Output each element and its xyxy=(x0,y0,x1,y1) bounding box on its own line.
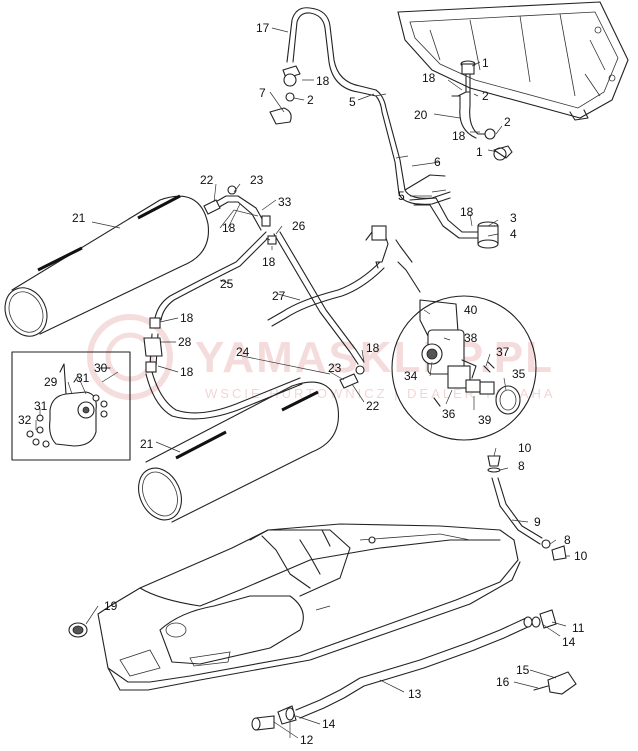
callout-2: 2 xyxy=(307,93,314,107)
ballast-tank-upper xyxy=(4,194,210,337)
hose-17 xyxy=(282,7,377,97)
ballast-tank-lower xyxy=(138,381,340,523)
callout-30: 30 xyxy=(94,361,108,375)
callout-14: 14 xyxy=(322,717,336,731)
callout-5: 5 xyxy=(349,95,356,109)
callout-23: 23 xyxy=(328,361,342,375)
part-19-plug xyxy=(68,622,88,638)
callout-22: 22 xyxy=(366,399,380,413)
callout-32: 32 xyxy=(18,413,32,427)
callout-25: 25 xyxy=(220,277,234,291)
ballast-hoses xyxy=(145,195,385,420)
callout-18: 18 xyxy=(180,365,194,379)
callout-1: 1 xyxy=(476,145,483,159)
callout-19: 19 xyxy=(104,599,118,613)
callout-21: 21 xyxy=(140,437,154,451)
callout-24: 24 xyxy=(236,345,250,359)
callout-37: 37 xyxy=(496,345,510,359)
part-15-scupper xyxy=(533,671,577,695)
callout-31: 31 xyxy=(76,371,90,385)
deck-drain xyxy=(487,455,567,561)
callout-15: 15 xyxy=(516,663,530,677)
callout-18: 18 xyxy=(452,129,466,143)
callout-21: 21 xyxy=(72,211,86,225)
callout-3: 3 xyxy=(510,211,517,225)
callout-35: 35 xyxy=(512,367,526,381)
callout-20: 20 xyxy=(414,108,428,122)
callout-34: 34 xyxy=(404,369,418,383)
callout-8: 8 xyxy=(564,533,571,547)
callout-12: 12 xyxy=(300,733,314,747)
callout-14: 14 xyxy=(562,635,576,649)
callout-36: 36 xyxy=(442,407,456,421)
hose-fittings xyxy=(143,185,389,389)
callout-23: 23 xyxy=(250,173,264,187)
callout-2: 2 xyxy=(504,115,511,129)
callout-6: 6 xyxy=(434,155,441,169)
callout-29: 29 xyxy=(44,375,58,389)
callout-33: 33 xyxy=(278,195,292,209)
callout-10: 10 xyxy=(574,549,588,563)
callout-13: 13 xyxy=(408,687,422,701)
callout-5: 5 xyxy=(398,189,405,203)
callout-22: 22 xyxy=(200,173,214,187)
callout-27: 27 xyxy=(272,289,286,303)
callout-18: 18 xyxy=(422,71,436,85)
callout-10: 10 xyxy=(518,441,532,455)
boat-hull xyxy=(97,523,521,691)
callout-2: 2 xyxy=(482,89,489,103)
engine-tray xyxy=(397,1,629,121)
pump-detail xyxy=(391,239,537,441)
callout-28: 28 xyxy=(178,335,192,349)
callout-11: 11 xyxy=(572,621,585,635)
callout-26: 26 xyxy=(292,219,306,233)
callout-18: 18 xyxy=(262,255,276,269)
callout-7: 7 xyxy=(259,86,266,100)
tray-fittings xyxy=(269,60,513,161)
callout-18: 18 xyxy=(222,221,236,235)
inset-box xyxy=(11,351,131,461)
callout-9: 9 xyxy=(534,515,541,529)
water-separator xyxy=(475,221,499,249)
callout-40: 40 xyxy=(464,303,478,317)
callout-38: 38 xyxy=(464,331,478,345)
callout-8: 8 xyxy=(518,459,525,473)
callout-39: 39 xyxy=(478,413,492,427)
callout-18: 18 xyxy=(460,205,474,219)
pipe-13 xyxy=(251,609,557,731)
callout-4: 4 xyxy=(510,227,517,241)
leader-lines xyxy=(35,27,570,739)
callout-18: 18 xyxy=(366,341,380,355)
hose-5 xyxy=(374,89,477,239)
callout-18: 18 xyxy=(316,74,330,88)
watermark-brand: YAMASKLEP.PL xyxy=(195,333,554,382)
callout-18: 18 xyxy=(180,311,194,325)
callout-1: 1 xyxy=(482,56,489,70)
callout-31: 31 xyxy=(34,399,48,413)
callout-16: 16 xyxy=(496,675,510,689)
callout-labels: 17 18 7 2 5 1 18 2 20 18 2 1 6 5 18 3 4 … xyxy=(18,21,588,747)
callout-17: 17 xyxy=(256,21,270,35)
